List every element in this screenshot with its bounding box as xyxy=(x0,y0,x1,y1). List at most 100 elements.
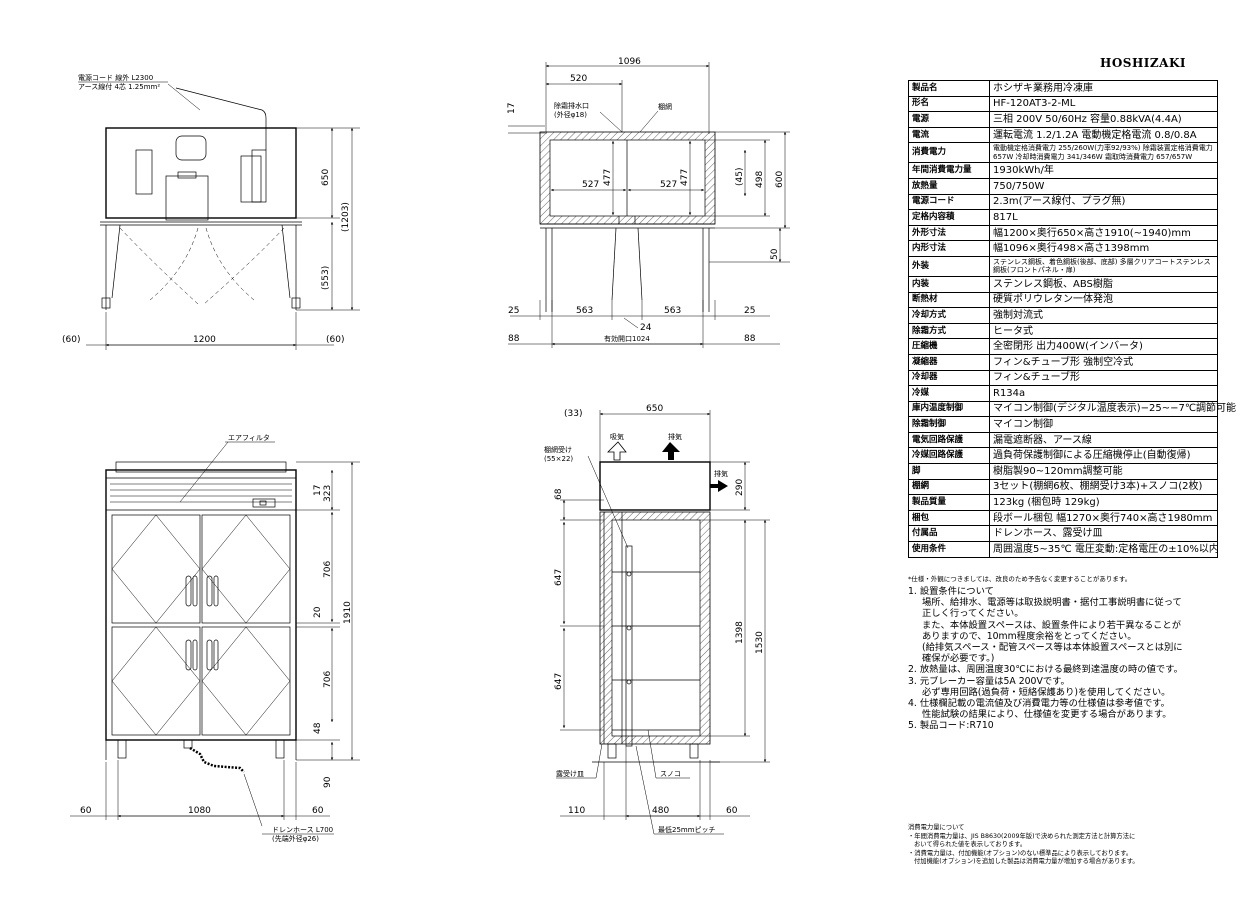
dim-total-height: 1910 xyxy=(343,601,353,624)
note-line: ありますので、10mm程度余裕をとってください。 xyxy=(922,630,1137,642)
spec-row: 電源三相 200V 50/60Hz 容量0.88kVA(4.4A) xyxy=(908,111,1218,128)
dim-drain-offset: 520 xyxy=(570,74,587,84)
dim-center-gap: 24 xyxy=(640,323,652,333)
spec-value: 幅1200×奥行650×高さ1910(~1940)mm xyxy=(989,224,1218,242)
spec-value: 三相 200V 50/60Hz 容量0.88kVA(4.4A) xyxy=(989,111,1218,128)
dim-leg-inset-right: 60 xyxy=(312,806,324,816)
pitch-label: 最低25mmピッチ xyxy=(658,825,716,834)
brand-logo: HOSHIZAKI xyxy=(1100,56,1187,70)
dim-shelf-width-right: 527 xyxy=(660,180,677,190)
note-line: 1. 設置条件について xyxy=(908,586,994,597)
dim-leg-height: 90 xyxy=(323,776,333,788)
dim-side-left: (60) xyxy=(62,335,80,345)
energy-note-line: ・消費電力量は、付加機能(オプション)のない標準品により表示しております。 xyxy=(908,849,1133,857)
front-view-body xyxy=(105,469,297,741)
spec-row: 凝縮器フィン&チューブ形 強制空冷式 xyxy=(908,353,1218,371)
exhaust-side-label: 排気 xyxy=(714,469,728,478)
drain-hose-label: ドレンホース L700 xyxy=(272,826,333,834)
note-line: 確保が必要です。) xyxy=(922,653,995,665)
technical-drawings: 電源コード 線外 L2300 アース線付 4芯 1.25mm² 1200 (60… xyxy=(62,57,790,843)
handle-upper-left xyxy=(185,575,192,607)
spec-value: 運転電流 1.2/1.2A 電動機定格電流 0.8/0.8A xyxy=(989,126,1218,144)
handle-lower-left xyxy=(185,639,192,671)
top-view: 電源コード 線外 L2300 アース線付 4芯 1.25mm² 1200 (60… xyxy=(62,73,360,350)
dim-bottom-trim: 48 xyxy=(313,722,323,734)
door-upper-left xyxy=(111,514,201,624)
spec-row: 圧縮機全密閉形 出力400W(インバータ) xyxy=(908,338,1218,355)
note-line: 3. 元ブレーカー容量は5A 200Vです。 xyxy=(908,675,1070,687)
note-line: 5. 製品コード:R710 xyxy=(908,720,994,732)
side-view: 吸気 排気 排気 650 (33) 棚網受け (55×22) 290 1398 … xyxy=(544,404,770,835)
dim-lower-door-height: 706 xyxy=(323,671,333,688)
spec-row: 冷媒回路保護過負荷保護制御による圧縮機停止(自動復帰) xyxy=(908,447,1218,465)
spec-row: 製品名ホシザキ業務用冷凍庫 xyxy=(908,80,1218,97)
dim-top-offset: 68 xyxy=(554,488,564,500)
spec-label: 内装 xyxy=(908,275,990,293)
exhaust-arrow-side xyxy=(710,480,728,492)
spec-label: 電流 xyxy=(908,126,990,144)
cord-earth-label: アース線付 4芯 1.25mm² xyxy=(78,82,160,91)
spec-row: 冷却器フィン&チューブ形 xyxy=(908,369,1218,387)
spec-label: 使用条件 xyxy=(908,541,990,558)
spec-row: 外装ステンレス鋼板、着色鋼板(後部、底部) 多層クリアコートステンレス鋼板(フロ… xyxy=(908,255,1218,277)
spec-label: 放熱量 xyxy=(908,177,990,195)
spec-row: 庫内温度制御マイコン制御(デジタル温度表示)−25~−7℃調節可能 xyxy=(908,400,1236,418)
spec-value: 樹脂製90~120mm調整可能 xyxy=(989,463,1218,480)
dim-shelf-depth-right: 477 xyxy=(680,169,690,186)
interior-view: 1096 520 17 除霜排水口 (外径φ18) 棚網 527 527 477… xyxy=(507,57,790,348)
note-line: また、本体設置スペースは、設置条件により若干異なることが xyxy=(922,619,1182,631)
handle-lower-right xyxy=(206,639,213,671)
door-lower-right xyxy=(201,626,291,736)
spec-label: 外形寸法 xyxy=(908,224,990,242)
spec-value: 123kg (梱包時 129kg) xyxy=(989,494,1218,511)
spec-value: 強制対流式 xyxy=(989,307,1218,324)
compressor-unit xyxy=(165,175,209,221)
spec-value: 硬質ポリウレタン一体発泡 xyxy=(989,291,1218,309)
dim-leg-span-left: 563 xyxy=(576,306,593,316)
installation-notes: 1. 設置条件について 場所、給排水、電源等は取扱説明書・据付工事説明書に従って… xyxy=(908,586,1228,732)
dim-door-gap: 20 xyxy=(313,606,323,618)
dim-top-wall: 17 xyxy=(507,103,517,114)
spec-value: 過負荷保護制御による圧縮機停止(自動復帰) xyxy=(989,447,1218,465)
dim-side-depth: 650 xyxy=(646,404,663,414)
spec-value: マイコン制御 xyxy=(989,416,1218,433)
dim-opening-offset-right: 88 xyxy=(744,334,756,344)
intake-label: 吸気 xyxy=(610,432,624,441)
energy-note: 消費電力量について ・年間消費電力量は、JIS B8630(2009年版)で決め… xyxy=(908,824,1228,867)
sunoko-label: スノコ xyxy=(660,770,681,778)
spec-label: 製品名 xyxy=(908,80,990,97)
spec-label: 棚網 xyxy=(908,478,990,496)
spec-label: 製品質量 xyxy=(908,494,990,511)
spec-value: 幅1096×奥行498×高さ1398mm xyxy=(989,240,1218,257)
spec-row: 内装ステンレス鋼板、ABS樹脂 xyxy=(908,275,1218,293)
spec-row: 外形寸法幅1200×奥行650×高さ1910(~1940)mm xyxy=(908,224,1218,242)
spec-label: 梱包 xyxy=(908,509,990,527)
dim-leg-span: 1080 xyxy=(188,806,211,816)
dim-door-swing: (553) xyxy=(321,266,331,290)
spec-label: 冷却方式 xyxy=(908,307,990,324)
dim-body-height: 1530 xyxy=(755,631,765,654)
note-line: 必ず専用回路(過負荷・短絡保護あり)を使用してください。 xyxy=(922,686,1171,698)
note-line: (給排気スペース・配管スペース等は本体設置スペースとは別に xyxy=(922,642,1183,654)
spec-value: HF-120AT3-2-ML xyxy=(989,95,1218,113)
shelf-rack xyxy=(625,545,633,747)
spec-label: 電気回路保護 xyxy=(908,431,990,449)
dim-shelf-depth-left: 477 xyxy=(603,169,613,186)
spec-value: フィン&チューブ形 xyxy=(989,369,1218,387)
exhaust-top-label: 排気 xyxy=(668,432,682,441)
spec-footnote: *仕様・外観につきましては、改良のため予告なく変更することがあります。 xyxy=(908,575,1132,583)
spec-label: 冷却器 xyxy=(908,369,990,387)
spec-value: 2.3m(アース線付、プラグ無) xyxy=(989,193,1218,211)
spec-row: 使用条件周囲温度5~35℃ 電圧変動:定格電圧の±10%以内 xyxy=(908,541,1219,558)
spec-label: 除霜方式 xyxy=(908,322,990,340)
note-line: 4. 仕様欄記載の電流値及び消費電力等の仕様値は参考値です。 xyxy=(908,698,1170,710)
dim-rear-gap: (33) xyxy=(564,409,582,419)
dim-leg-offset: 50 xyxy=(770,248,780,260)
dim-interior-depth: 498 xyxy=(755,171,765,188)
